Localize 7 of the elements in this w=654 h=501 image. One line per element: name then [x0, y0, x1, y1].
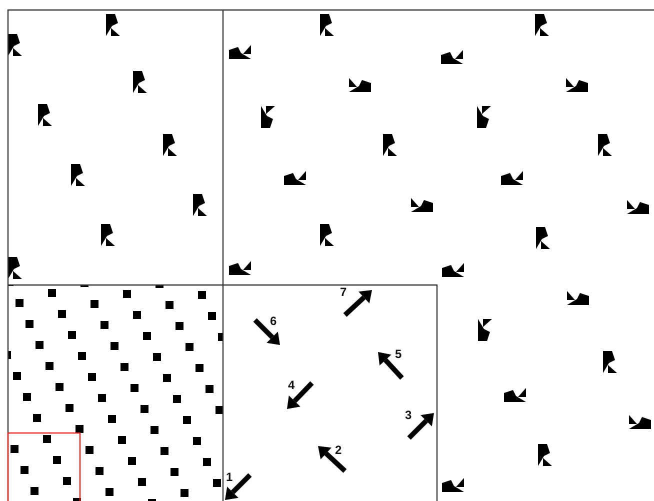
- callout-number: 6: [270, 315, 277, 327]
- callout-number: 1: [226, 471, 233, 483]
- callout-number: 7: [340, 286, 347, 298]
- callout-number: 4: [288, 379, 295, 391]
- callout-number: 3: [405, 409, 412, 421]
- callout-number: 2: [335, 444, 342, 456]
- callout-number: 5: [395, 348, 402, 360]
